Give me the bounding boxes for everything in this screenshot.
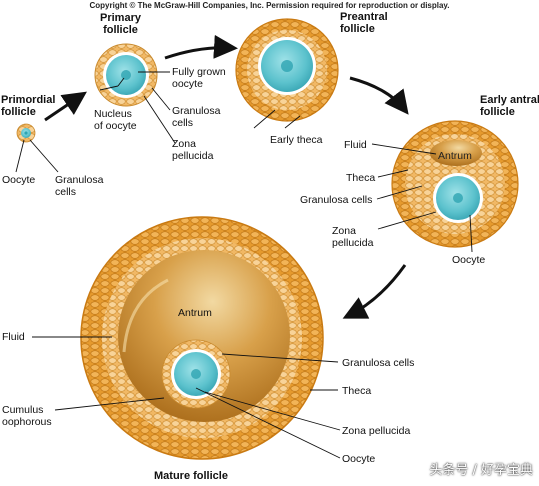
stage-title-mature: Mature follicle — [154, 470, 228, 482]
label-ea-oocyte: Oocyte — [452, 254, 486, 266]
label-primary-granulosa: Granulosa cells — [172, 105, 221, 129]
leader-lines — [15, 71, 473, 459]
label-mature-granulosa: Granulosa cells — [342, 357, 415, 369]
early-antral-follicle-graphic — [391, 120, 519, 248]
label-fully-grown-oocyte: Fully grown oocyte — [172, 66, 226, 90]
preantral-follicle-graphic — [235, 18, 339, 122]
label-nucleus-of-oocyte: Nucleus of oocyte — [94, 108, 137, 132]
stage-title-preantral: Preantral follicle — [340, 11, 388, 35]
label-early-theca: Early theca — [270, 134, 323, 146]
label-mature-antrum: Antrum — [178, 307, 212, 319]
watermark: 头条号 / 好孕宝典 — [429, 463, 533, 478]
label-primary-zona: Zona pellucida — [172, 138, 214, 162]
label-primordial-granulosa: Granulosa cells — [55, 174, 104, 198]
label-ea-zona: Zona pellucida — [332, 225, 374, 249]
mature-follicle-graphic — [80, 216, 324, 460]
stage-title-primary: Primary follicle — [100, 12, 141, 36]
label-mature-oocyte: Oocyte — [342, 453, 376, 465]
label-ea-fluid: Fluid — [344, 139, 367, 151]
primordial-follicle-graphic — [16, 123, 36, 143]
label-primordial-oocyte: Oocyte — [2, 174, 36, 186]
label-ea-antrum: Antrum — [438, 150, 472, 162]
stage-arrows — [44, 34, 409, 319]
label-mature-theca: Theca — [342, 385, 372, 397]
label-ea-granulosa: Granulosa cells — [300, 194, 373, 206]
stage-title-early-antral: Early antral follicle — [480, 94, 539, 118]
label-mature-cumulus: Cumulus oophorous — [2, 404, 52, 428]
label-mature-zona: Zona pellucida — [342, 425, 411, 437]
label-mature-fluid: Fluid — [2, 331, 25, 343]
primary-follicle-graphic — [94, 43, 158, 107]
copyright-notice: Copyright © The McGraw-Hill Companies, I… — [89, 1, 450, 10]
stage-title-primordial: Primordial follicle — [1, 94, 56, 118]
label-ea-theca: Theca — [346, 172, 376, 184]
